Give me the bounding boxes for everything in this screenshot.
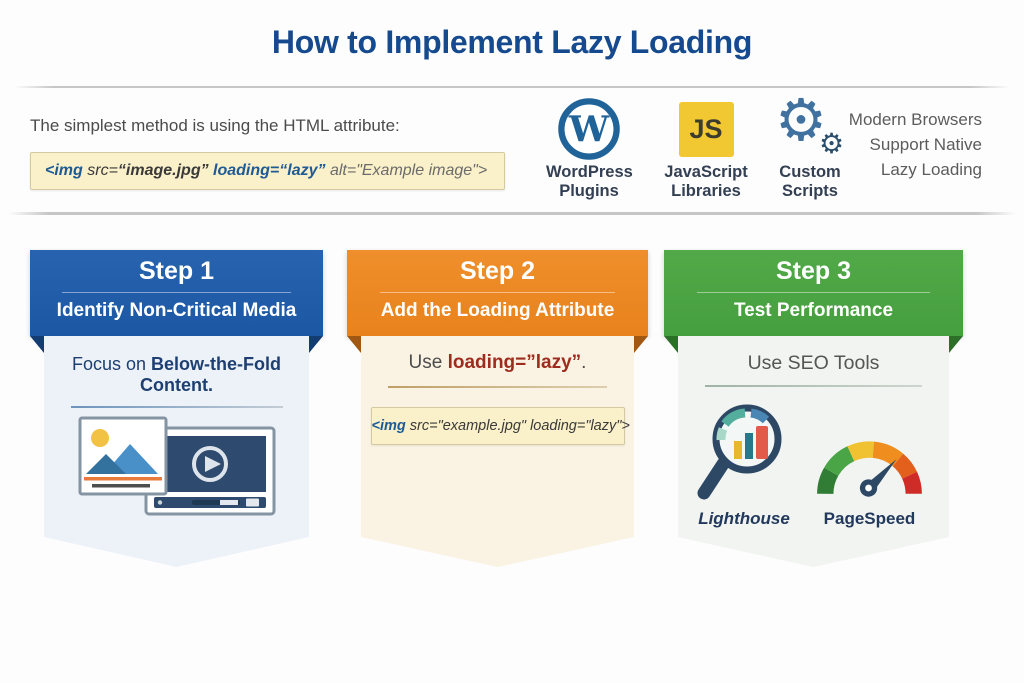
- step2-body: Use loading=”lazy”. <img src="example.jp…: [361, 336, 634, 567]
- lighthouse-label: Lighthouse: [698, 509, 790, 528]
- code-attr: src=: [87, 162, 118, 179]
- gear-small-icon: ⚙: [819, 127, 845, 160]
- step1-label: Step 1: [138, 257, 215, 285]
- step1-header: Step 1 Identify Non-Critical Media: [30, 250, 323, 336]
- code-rest: src="example.jpg" loading="lazy">: [405, 418, 630, 434]
- loading-lazy-attribute: loading=”lazy”: [447, 352, 582, 373]
- video-player-icon: [144, 426, 276, 516]
- step3-fold-right: [949, 336, 963, 353]
- step2-fold-right: [634, 336, 648, 353]
- code-value: “image.jpg”: [117, 162, 209, 179]
- step1-heading: Identify Non-Critical Media: [56, 300, 297, 321]
- tool-lighthouse: Lighthouse: [695, 395, 793, 529]
- gear-large-icon: ⚙: [775, 86, 827, 154]
- javascript-icon: JS: [678, 101, 734, 157]
- pagespeed-label: PageSpeed: [823, 509, 916, 528]
- step2-label: Step 2: [459, 257, 536, 285]
- pagespeed-gauge-icon: [817, 441, 922, 497]
- step1-body: Focus on Below-the-Fold Content.: [44, 336, 309, 567]
- step3-body: Use SEO Tools Lighthouse: [678, 336, 949, 567]
- step2-heading: Add the Loading Attribute: [380, 300, 615, 321]
- image-card-icon: [78, 416, 168, 496]
- step2-header: Step 2 Add the Loading Attribute: [347, 250, 648, 336]
- method-label: WordPress: [546, 163, 633, 181]
- step3-label: Step 3: [775, 257, 852, 285]
- code-tag: <img: [45, 162, 88, 179]
- code-value-lazy: “lazy”: [279, 162, 326, 179]
- method-label: Libraries: [671, 181, 741, 200]
- page-title: How to Implement Lazy Loading: [271, 24, 753, 60]
- code-alt: alt="Example image">: [325, 162, 488, 179]
- method-label: Plugins: [559, 181, 619, 200]
- step1-fold-right: [309, 336, 323, 353]
- step3-header: Step 3 Test Performance: [664, 250, 963, 336]
- wordpress-icon: W: [546, 98, 632, 160]
- native-support-note: Modern Browsers Support Native Lazy Load…: [848, 110, 982, 179]
- example-code-snippet: <img src="example.jpg" loading="lazy">: [370, 407, 630, 445]
- seo-tools-lead: Use SEO Tools: [747, 352, 880, 374]
- step2-fold-left: [347, 336, 361, 353]
- html-attribute-code-snippet: <img src=“image.jpg” loading=“lazy” alt=…: [30, 152, 505, 190]
- method-label: JavaScript: [664, 163, 748, 181]
- intro-lead: The simplest method is using the HTML at…: [30, 116, 400, 135]
- divider-top: [14, 86, 1010, 88]
- code-attr-loading: loading=: [208, 162, 280, 179]
- method-custom-scripts: ⚙ ⚙ Custom Scripts: [766, 91, 854, 201]
- code-tag: <img: [371, 418, 406, 434]
- media-illustration: [78, 410, 278, 523]
- gear-icon: ⚙ ⚙: [773, 91, 847, 160]
- divider-middle: [8, 212, 1016, 215]
- method-wordpress: W WordPress Plugins: [546, 98, 633, 201]
- method-label: Scripts: [782, 181, 838, 200]
- tool-pagespeed: PageSpeed: [807, 425, 932, 529]
- step1-fold-left: [30, 336, 44, 353]
- lighthouse-magnifier-icon: [697, 404, 782, 500]
- step3-fold-left: [664, 336, 678, 353]
- step3-heading: Test Performance: [733, 300, 894, 321]
- method-label: Custom: [779, 163, 841, 181]
- method-javascript: JS JavaScript Libraries: [662, 98, 750, 201]
- wordpress-monogram: W: [568, 109, 610, 151]
